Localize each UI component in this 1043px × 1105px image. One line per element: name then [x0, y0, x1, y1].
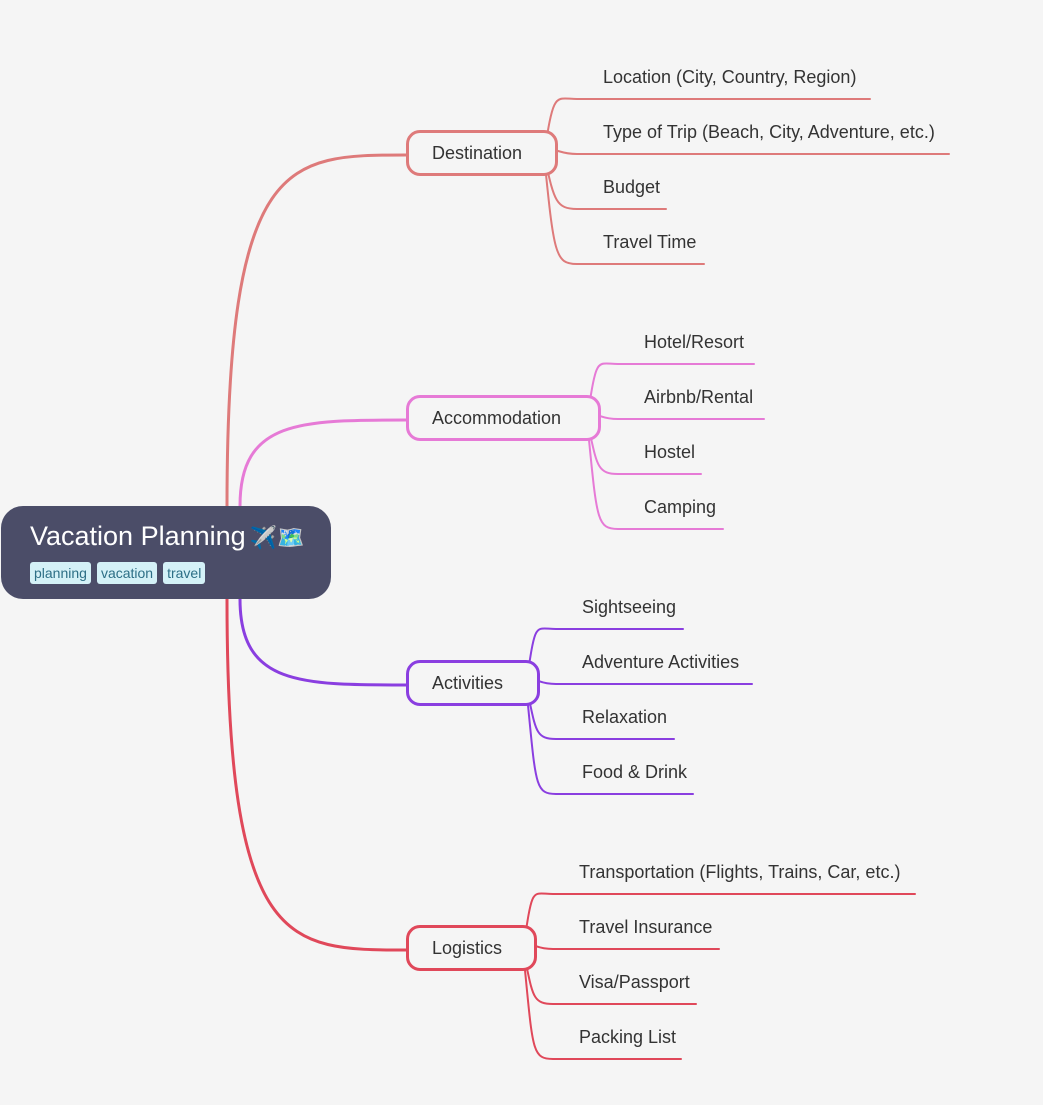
leaf-location[interactable]: Location (City, Country, Region) — [603, 67, 857, 87]
connector-leaf-0-3 — [543, 154, 705, 265]
leaf-hotel-resort[interactable]: Hotel/Resort — [644, 332, 745, 352]
leaf-transportation[interactable]: Transportation (Flights, Trains, Car, et… — [579, 862, 901, 882]
root-title: Vacation Planning — [30, 521, 246, 551]
connector-root-0 — [225, 153, 408, 508]
branch-activities[interactable]: Activities — [406, 660, 540, 706]
leaf-adventure-activities[interactable]: Adventure Activities — [582, 652, 740, 672]
leaf-type-of-trip[interactable]: Type of Trip (Beach, City, Adventure, et… — [603, 122, 935, 142]
connector-root-3 — [225, 597, 408, 952]
tag-travel[interactable]: travel — [163, 562, 206, 584]
leaf-visa-passport[interactable]: Visa/Passport — [579, 972, 690, 992]
leaf-camping[interactable]: Camping — [644, 497, 717, 517]
tag-planning[interactable]: planning — [30, 562, 91, 584]
connector-leaf-1-3 — [586, 419, 724, 530]
branch-accommodation[interactable]: Accommodation — [406, 395, 601, 441]
leaf-airbnb-rental[interactable]: Airbnb/Rental — [644, 387, 754, 407]
root-node[interactable]: Vacation Planning✈️🗺️ planning vacation … — [1, 506, 331, 599]
connector-leaf-2-3 — [525, 684, 694, 795]
connector-leaf-3-3 — [522, 949, 682, 1060]
leaf-relaxation[interactable]: Relaxation — [582, 707, 668, 727]
leaf-hostel[interactable]: Hostel — [644, 442, 696, 462]
leaf-food-drink[interactable]: Food & Drink — [582, 762, 688, 782]
connector-leaf-0-1 — [543, 148, 950, 156]
leaf-packing-list[interactable]: Packing List — [579, 1027, 677, 1047]
connector-leaf-1-1 — [586, 413, 765, 421]
connector-root-1 — [238, 418, 408, 508]
connector-leaf-3-1 — [522, 943, 720, 951]
tag-vacation[interactable]: vacation — [96, 562, 158, 584]
leaf-sightseeing[interactable]: Sightseeing — [582, 597, 677, 617]
leaf-travel-time[interactable]: Travel Time — [603, 232, 697, 252]
connector-root-2 — [238, 597, 408, 687]
tag-list: planning vacation travel — [30, 562, 331, 584]
travel-emoji-icon: ✈️🗺️ — [249, 525, 305, 550]
branch-destination[interactable]: Destination — [406, 130, 558, 176]
root-title-row: Vacation Planning✈️🗺️ — [30, 520, 331, 554]
connector-leaf-2-1 — [525, 678, 753, 686]
leaf-budget[interactable]: Budget — [603, 177, 661, 197]
branch-logistics[interactable]: Logistics — [406, 925, 537, 971]
leaf-travel-insurance[interactable]: Travel Insurance — [579, 917, 713, 937]
